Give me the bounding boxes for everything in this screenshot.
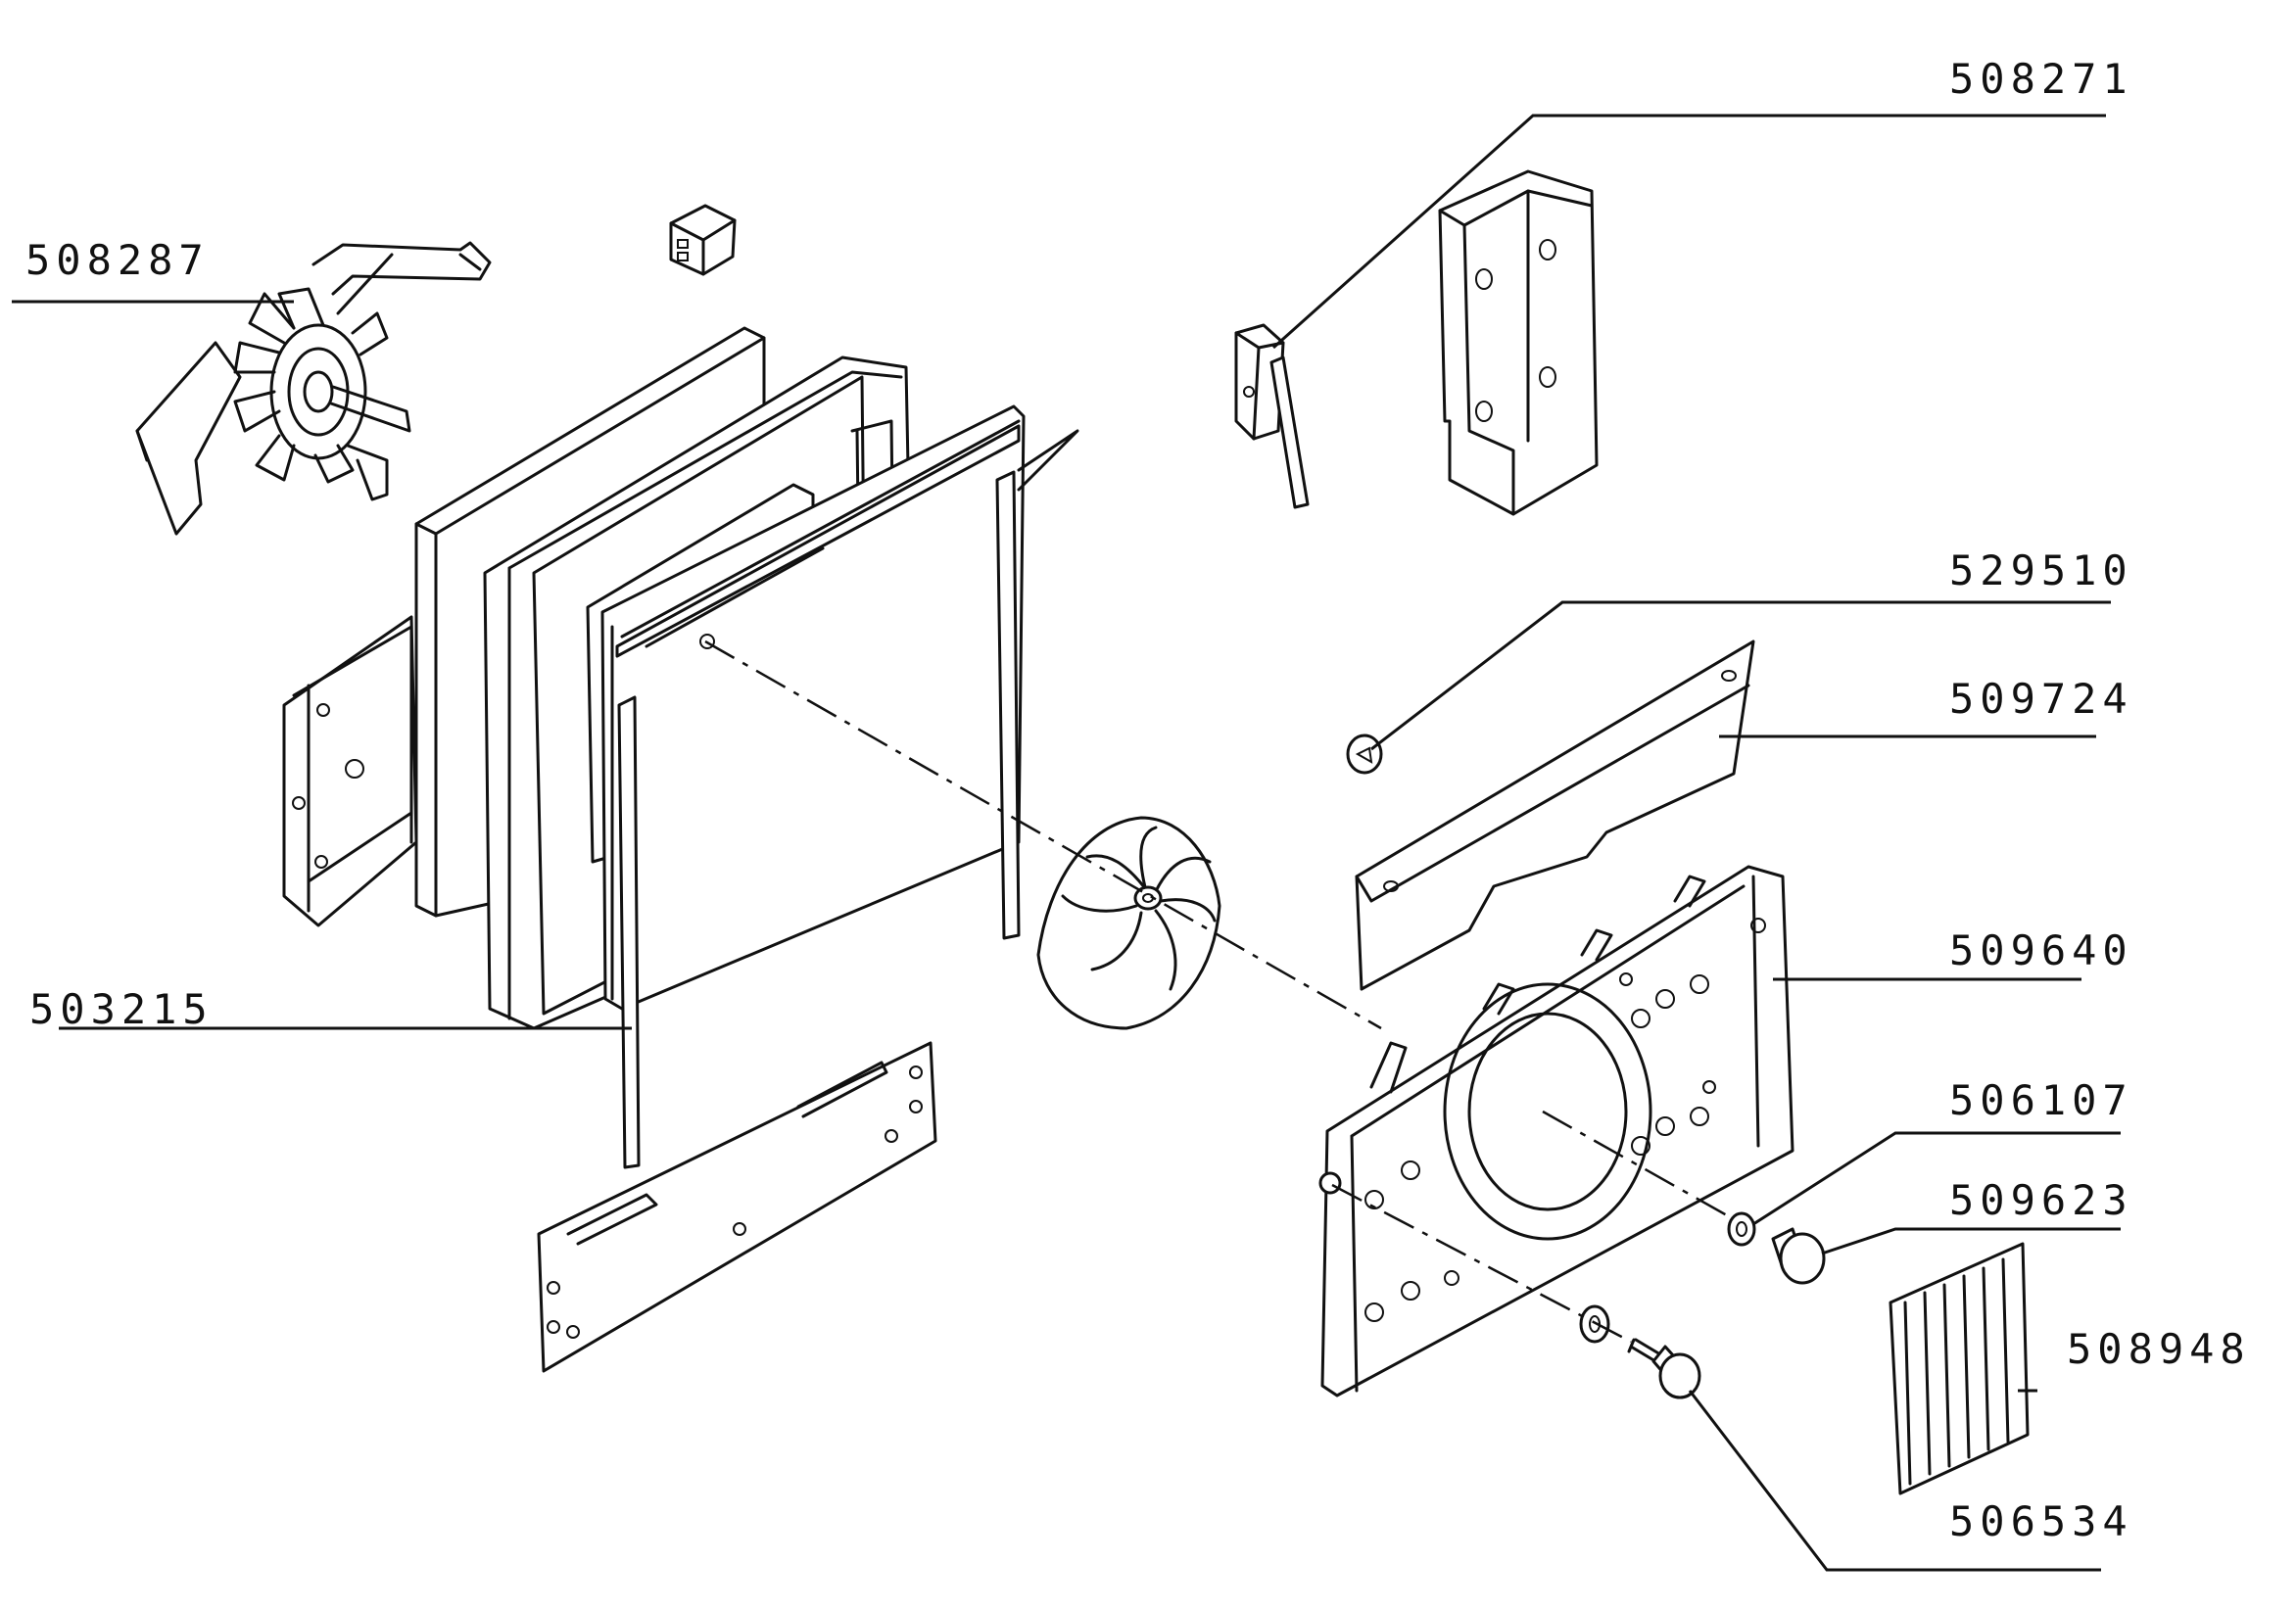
part-label-509640: 509640: [1949, 926, 2133, 974]
leader-506534: [1688, 1390, 2101, 1572]
cap-509623-drawing: [1771, 1227, 1826, 1285]
part-label-508271: 508271: [1949, 55, 2133, 103]
part-label-529510: 529510: [1949, 546, 2133, 594]
bottom-rail-drawing: [537, 1041, 937, 1373]
part-label-509724: 509724: [1949, 675, 2133, 723]
leader-508271: [1272, 114, 2106, 350]
screw-506534-drawing: [1627, 1338, 1701, 1399]
axis-hole: [699, 634, 715, 649]
part-label-506534: 506534: [1949, 1497, 2133, 1545]
part-label-503215: 503215: [29, 985, 214, 1033]
gasket-strips-drawing: [617, 429, 1079, 1169]
terminal-block-drawing: [669, 204, 737, 276]
rear-panel-drawing: [1318, 865, 1794, 1397]
part-label-506107: 506107: [1949, 1076, 2133, 1124]
grille-508948-drawing: [1889, 1242, 2030, 1495]
side-bracket-drawing: [282, 615, 418, 927]
leader-509623: [1821, 1227, 2121, 1255]
leader-506107: [1752, 1131, 2121, 1226]
leader-529510: [1370, 600, 2111, 751]
fan-motor-drawing: [135, 241, 492, 536]
part-label-508287: 508287: [25, 236, 210, 284]
washer-506107-drawing: [1727, 1211, 1756, 1247]
channel-bracket-drawing: [1438, 169, 1599, 516]
part-labels: 508271 508287 529510 509724 509640 50321…: [25, 55, 2251, 1545]
washer-529510-drawing: [1346, 734, 1383, 775]
part-label-509623: 509623: [1949, 1176, 2133, 1224]
leader-lines: [12, 114, 2121, 1572]
fan-impeller-drawing: [1036, 816, 1221, 1030]
cover-plate-drawing: [1355, 639, 1755, 991]
microswitch-drawing: [1234, 323, 1310, 509]
part-label-508948: 508948: [2067, 1325, 2251, 1373]
assembly-axes: [704, 639, 1735, 1344]
